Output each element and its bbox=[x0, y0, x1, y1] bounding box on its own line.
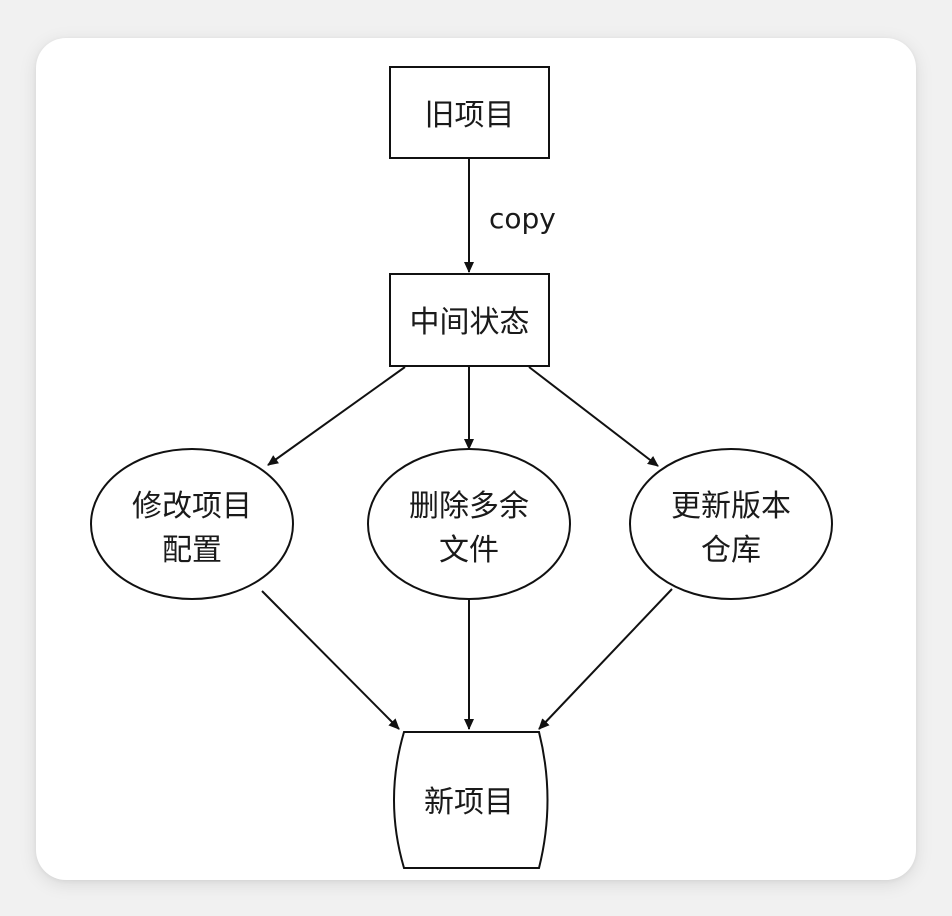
node-delete-files-line1: 删除多余 bbox=[409, 489, 529, 524]
node-old-project-box bbox=[389, 66, 550, 159]
node-update-repo-ellipse bbox=[629, 448, 833, 600]
node-delete-files-ellipse bbox=[367, 448, 571, 600]
node-intermediate-state-box bbox=[389, 273, 550, 367]
node-intermediate-state-label: 中间状态 bbox=[410, 305, 530, 340]
node-old-project: 旧项目 bbox=[389, 66, 550, 159]
node-update-repo: 更新版本 仓库 bbox=[629, 448, 833, 600]
node-update-repo-line1: 更新版本 bbox=[671, 489, 791, 524]
edge-intermediate-to-modify-config bbox=[267, 366, 406, 466]
node-delete-files-line2: 文件 bbox=[439, 533, 499, 568]
node-modify-config-ellipse bbox=[90, 448, 294, 600]
node-new-project: 新项目 bbox=[393, 731, 549, 869]
node-modify-config-line2: 配置 bbox=[162, 533, 222, 568]
node-intermediate-state: 中间状态 bbox=[389, 273, 550, 367]
edge-update-repo-to-new-project bbox=[538, 588, 673, 730]
edge-modify-config-to-new-project bbox=[261, 590, 400, 730]
node-new-project-label: 新项目 bbox=[424, 785, 514, 820]
node-old-project-label: 旧项目 bbox=[425, 98, 515, 133]
edge-old-to-intermediate: copy bbox=[464, 158, 556, 273]
node-update-repo-line2: 仓库 bbox=[701, 533, 761, 568]
node-modify-config-line1: 修改项目 bbox=[132, 489, 252, 524]
edge-intermediate-to-update-repo bbox=[528, 366, 659, 467]
node-modify-config: 修改项目 配置 bbox=[90, 448, 294, 600]
node-delete-files: 删除多余 文件 bbox=[367, 448, 571, 600]
node-new-project-shape bbox=[393, 731, 549, 869]
edge-copy-label: copy bbox=[489, 202, 556, 235]
